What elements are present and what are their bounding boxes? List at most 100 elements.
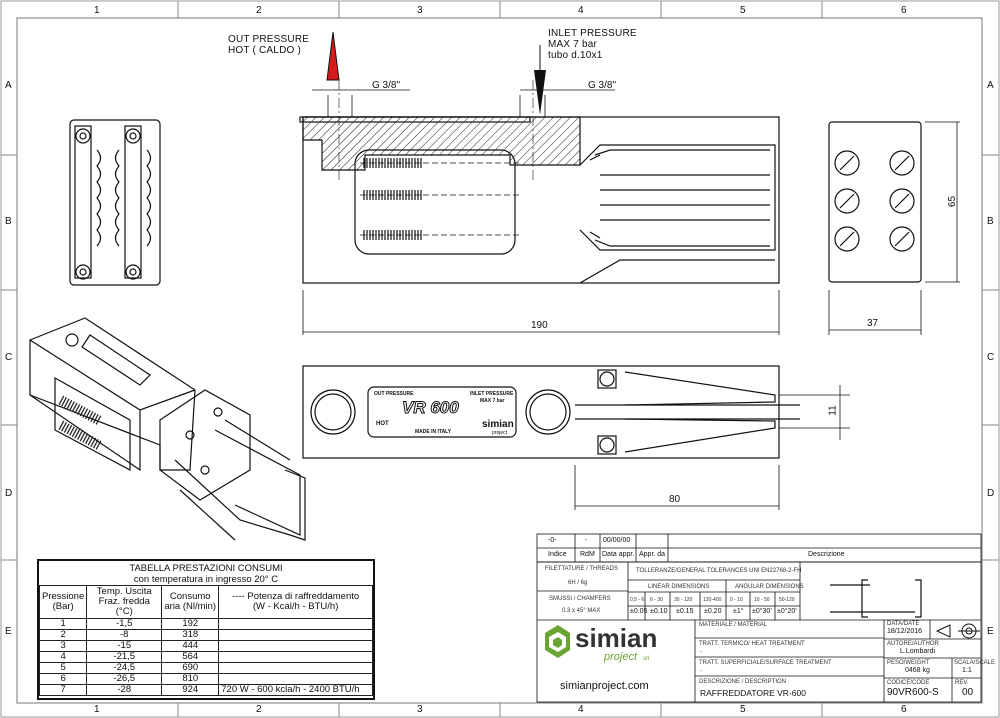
linear-range-4: 120-400 [703, 597, 722, 603]
thread-right-dimension: G 3/8" [588, 80, 617, 91]
top-view [302, 365, 850, 510]
company-logo-icon [545, 625, 570, 658]
description-value: RAFFREDDATORE VR-600 [700, 688, 806, 698]
weight-label: PESO/WEIGHT [887, 660, 930, 666]
angular-value-2: ±0°30' [752, 608, 772, 615]
heat-treatment-label: TRATT. TERMICO/ HEAT TREATMENT [699, 641, 805, 647]
performance-table-title: TABELLA PRESTAZIONI CONSUMI [129, 563, 283, 574]
rev-rdm-value: - [585, 537, 588, 544]
nozzle-dimension: 80 [669, 494, 681, 505]
out-pressure-arrow-icon [326, 31, 340, 81]
grid-row-c-right: C [987, 352, 995, 363]
linear-value-3: ±0.15 [676, 608, 694, 615]
code-value: 90VR600-S [887, 687, 939, 698]
grid-row-e-right: E [987, 626, 994, 637]
grid-col-1: 1 [94, 5, 100, 16]
title-block [536, 561, 982, 703]
chamfers-value: 0.3 x 45° MAX [562, 608, 601, 614]
rev-header-description: Descrizione [808, 551, 845, 558]
linear-value-1: ±0.05 [630, 608, 648, 615]
author-label: AUTORE/AUTHOR [887, 641, 939, 647]
chamfers-label: SMUSSI / CHAMFERS [549, 596, 611, 602]
rev-header-approved: Appr. da [639, 551, 666, 558]
out-pressure-label: OUT PRESSURE [228, 34, 310, 45]
scale-value: 1:1 [962, 667, 972, 674]
plate-hot: HOT [376, 421, 389, 427]
header-pressure: Pressione(Bar) [38, 585, 88, 619]
rev-header-index: Indice [548, 551, 567, 558]
angular-value-3: ±0°20' [777, 608, 797, 615]
angular-value-1: ±1° [733, 608, 744, 615]
threads-value: 6H / 6g [568, 580, 588, 586]
grid-col-3: 3 [417, 5, 423, 16]
rev-index-value: -0- [548, 537, 557, 544]
linear-range-2: 6 - 30 [650, 597, 663, 603]
linear-range-1: 0,5 - 6 [630, 597, 645, 603]
plate-out-pressure: OUT PRESSURE [374, 391, 414, 397]
gap-dimension: 11 [827, 405, 839, 416]
company-sub: project [604, 651, 638, 663]
inlet-pressure-arrow-icon [534, 70, 546, 115]
code-label: CODICE/CODE [887, 680, 930, 686]
author-value: L.Lombardi [900, 648, 936, 655]
company-website: simianproject.com [560, 680, 649, 692]
plate-made-in: MADE IN ITALY [415, 429, 452, 435]
heat-treatment-value: - [700, 649, 702, 655]
linear-range-3: 30 - 120 [674, 597, 693, 603]
material-label: MATERIALE / MATERIAL [699, 622, 768, 628]
grid-row-d-right: D [987, 488, 995, 499]
width-dimension: 37 [867, 318, 879, 329]
grid-col-3-bottom: 3 [417, 704, 423, 715]
company-name: simian [575, 623, 658, 653]
linear-value-2: ±0.10 [650, 608, 668, 615]
grid-col-2: 2 [256, 5, 262, 16]
grid-col-5-bottom: 5 [740, 704, 746, 715]
end-view [828, 121, 960, 335]
plate-brand-sub: project [492, 430, 508, 436]
rev-label: REV. [955, 680, 969, 686]
angular-range-1: 0 - 10 [730, 597, 743, 603]
performance-table-subtitle: con temperatura in ingresso 20° C [133, 574, 279, 585]
grid-row-a: A [5, 80, 12, 91]
angular-range-2: 10 - 50 [754, 597, 770, 603]
plate-inlet-pressure: INLET PRESSURE [470, 391, 514, 397]
inlet-tube-label: tubo d.10x1 [548, 50, 603, 61]
grid-row-b-right: B [987, 216, 994, 227]
linear-value-4: ±0.20 [704, 608, 722, 615]
date-value: 18/12/2016 [887, 628, 923, 635]
thread-left-dimension: G 3/8" [372, 80, 401, 91]
inlet-pressure-label: INLET PRESSURE [548, 28, 637, 39]
performance-table: TABELLA PRESTAZIONI CONSUMI con temperat… [37, 559, 375, 700]
side-view-left [69, 119, 161, 286]
description-label: DESCRIZIONE / DESCRIPTION [699, 679, 787, 685]
grid-col-1-bottom: 1 [94, 704, 100, 715]
inlet-max-label: MAX 7 bar [548, 39, 598, 50]
tolerances-label: TOLLERANZE/GENERAL TOLERANCES UNI EN2276… [636, 568, 802, 574]
grid-col-6-bottom: 6 [901, 704, 907, 715]
grid-row-c: C [5, 352, 13, 363]
isometric-view [29, 317, 306, 541]
plate-brand: simian [482, 419, 514, 430]
rev-header-rdm: RdM [580, 551, 595, 558]
surface-treatment-label: TRATT. SUPERFICIALE/SURFACE TREATMENT [699, 660, 832, 666]
angular-range-3: 50-120 [779, 597, 795, 603]
grid-col-5: 5 [740, 5, 746, 16]
plate-max: MAX 7 bar [480, 398, 505, 404]
length-dimension: 190 [531, 320, 548, 331]
threads-label: FILETTATURE / THREADS [545, 566, 619, 572]
rev-date-value: 00/00/00 [603, 537, 631, 544]
grid-row-d: D [5, 488, 13, 499]
projection-symbol-icon [935, 623, 980, 639]
angular-dimensions-label: ANGULAR DIMENSIONS [735, 584, 804, 590]
weight-value: 0468 kg [905, 667, 930, 674]
grid-row-b: B [5, 216, 12, 227]
